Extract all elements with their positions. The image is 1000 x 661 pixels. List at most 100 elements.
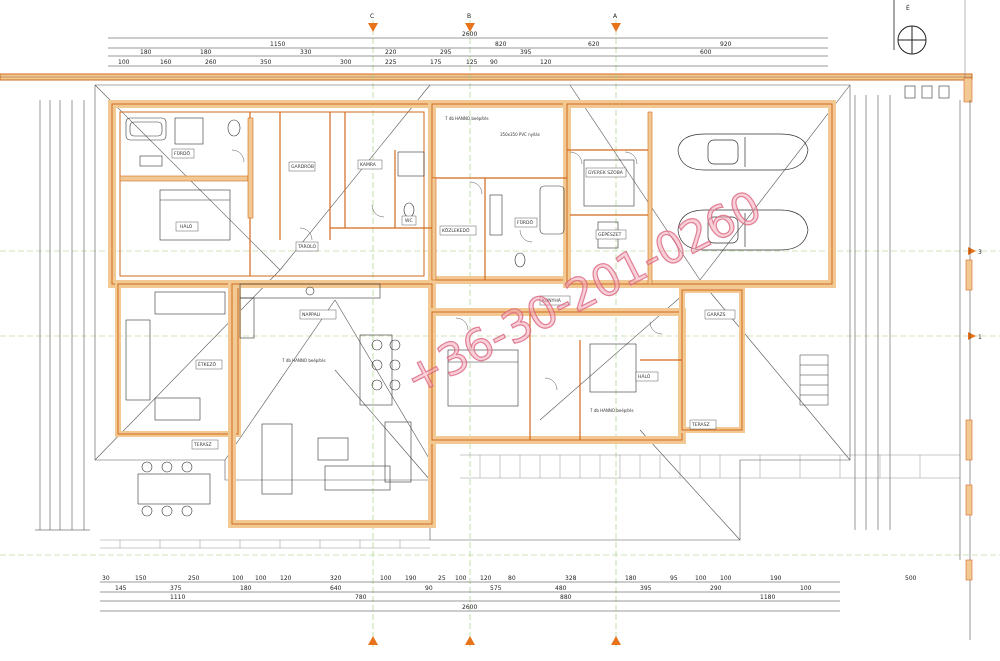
shower-icon (174, 117, 204, 145)
north-arrow-icon: É (893, 0, 927, 55)
axis-marker-b: B (465, 13, 475, 32)
svg-text:B: B (467, 13, 471, 20)
svg-text:640: 640 (330, 585, 342, 592)
svg-text:1: 1 (978, 334, 982, 341)
dimensions-top (108, 37, 828, 67)
room-label: FÜRDŐ (514, 217, 538, 228)
dimensions-bottom-labels: 30 150 250 100 100 120 320 100 190 25 10… (102, 575, 917, 611)
svg-text:1180: 1180 (760, 594, 775, 601)
room-label: GARÁZS (704, 309, 736, 320)
svg-text:180: 180 (200, 49, 212, 56)
svg-text:TERASZ: TERASZ (193, 442, 212, 448)
shower-icon (397, 151, 425, 177)
garage-cars (677, 133, 809, 251)
svg-text:820: 820 (495, 41, 507, 48)
svg-text:328: 328 (565, 575, 577, 582)
sofa-icon (154, 291, 226, 315)
axis-marker-b-bottom (465, 636, 475, 645)
svg-text:100: 100 (800, 585, 812, 592)
svg-text:C: C (370, 13, 374, 20)
bed-icon (589, 343, 637, 393)
svg-text:100: 100 (455, 575, 467, 582)
room-label: KÖZLEKEDŐ (439, 225, 477, 236)
armchair-icon (154, 397, 201, 421)
dining-table-icon (359, 334, 393, 406)
svg-text:120: 120 (480, 575, 492, 582)
sofa-icon (125, 319, 151, 401)
svg-text:395: 395 (640, 585, 652, 592)
svg-text:395: 395 (520, 49, 532, 56)
room-label: HÁLÓ (175, 221, 199, 232)
svg-text:150: 150 (135, 575, 147, 582)
furniture-dining (137, 334, 401, 517)
svg-text:145: 145 (115, 585, 127, 592)
dimensions-right (854, 95, 971, 640)
svg-text:É: É (906, 4, 910, 12)
axis-marker-a: A (611, 13, 621, 32)
svg-text:295: 295 (440, 49, 452, 56)
svg-text:180: 180 (140, 49, 152, 56)
svg-text:KONYHA: KONYHA (542, 298, 562, 304)
bathtub-icon (125, 117, 167, 141)
toilet-icon (227, 119, 241, 137)
svg-text:1110: 1110 (170, 594, 185, 601)
room-label: GARDRÓB (288, 161, 316, 172)
stove-icon (305, 286, 315, 296)
entrance-steps (799, 354, 829, 406)
bathtub-icon (539, 185, 565, 235)
room-label: WC (401, 215, 417, 226)
svg-text:3: 3 (978, 249, 982, 256)
svg-text:TERASZ: TERASZ (691, 422, 710, 428)
svg-text:KÖZLEKEDŐ: KÖZLEKEDŐ (442, 227, 470, 234)
svg-text:375: 375 (170, 585, 182, 592)
svg-text:290: 290 (710, 585, 722, 592)
svg-text:250: 250 (188, 575, 200, 582)
room-label: GYEREK SZOBA (585, 167, 627, 178)
svg-text:190: 190 (770, 575, 782, 582)
room-label: NAPPALI (299, 309, 337, 320)
svg-text:500: 500 (905, 575, 917, 582)
svg-text:300: 300 (340, 59, 352, 66)
room-label: TERASZ (191, 439, 219, 450)
svg-text:80: 80 (508, 575, 516, 582)
svg-text:90: 90 (425, 585, 433, 592)
room-label: HÁLÓ (635, 371, 659, 382)
kitchen-counter (239, 283, 381, 339)
toilet-icon (403, 202, 415, 218)
svg-text:100: 100 (695, 575, 707, 582)
car-icon (677, 209, 809, 251)
svg-text:220: 220 (385, 49, 397, 56)
svg-text:320: 320 (330, 575, 342, 582)
sofa-icon (324, 465, 391, 491)
axis-marker-3 (968, 247, 976, 255)
room-label: KAMRA (357, 159, 383, 170)
svg-text:880: 880 (560, 594, 572, 601)
room-label: TÁROLÓ (295, 241, 319, 252)
fixtures (125, 117, 619, 268)
svg-text:480: 480 (555, 585, 567, 592)
terrace-table-icon (137, 473, 211, 505)
svg-text:30: 30 (102, 575, 110, 582)
svg-text:HÁLÓ: HÁLÓ (638, 373, 651, 380)
meter-boxes (904, 85, 950, 99)
room-label: KONYHA (539, 295, 571, 306)
svg-text:7 db HANNO beépítés: 7 db HANNO beépítés (445, 116, 489, 121)
partition-strips (119, 111, 653, 285)
svg-text:160: 160 (160, 59, 172, 66)
svg-text:330: 330 (300, 49, 312, 56)
sink-icon (139, 155, 163, 167)
double-bed-icon (447, 349, 519, 407)
svg-text:350x350 PVC nyílás: 350x350 PVC nyílás (500, 132, 540, 137)
svg-text:190: 190 (405, 575, 417, 582)
svg-text:575: 575 (490, 585, 502, 592)
svg-text:A: A (613, 13, 618, 20)
terrace-paving-ticks (119, 455, 921, 548)
svg-text:95: 95 (670, 575, 678, 582)
svg-text:GÉPÉSZET: GÉPÉSZET (598, 230, 622, 238)
svg-text:600: 600 (700, 49, 712, 56)
room-label: TERASZ (689, 419, 717, 430)
svg-text:GARDRÓB: GARDRÓB (291, 163, 314, 170)
top-axis-markers: C B A (368, 13, 621, 645)
furniture-living (125, 291, 412, 495)
